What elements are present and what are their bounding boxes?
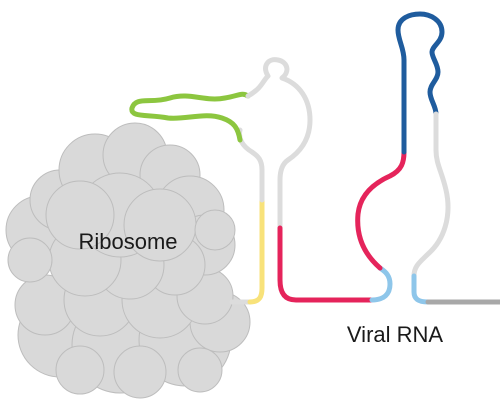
rna-segment-blue [395,11,445,155]
rna-stem2-right-arm [411,111,451,279]
rna-stem1-left-arm [237,127,265,203]
rna-segment-lightblue-2 [411,273,431,305]
rna-segment-yellow [247,197,265,305]
ribosome-large-subunit [5,122,236,300]
ribosome [5,122,251,399]
rna-stem1-loop [245,57,313,231]
viral-rna-strand [129,11,500,305]
rna-segment-lightblue-1 [369,265,393,303]
rna-segment-green [129,91,251,143]
rna-segment-red-2 [355,149,407,271]
ribosome-small-subunit [14,261,251,399]
viral-rna-label: Viral RNA [347,322,444,347]
rna-segment-red-1 [277,225,375,303]
ribosome-label: Ribosome [78,229,177,254]
